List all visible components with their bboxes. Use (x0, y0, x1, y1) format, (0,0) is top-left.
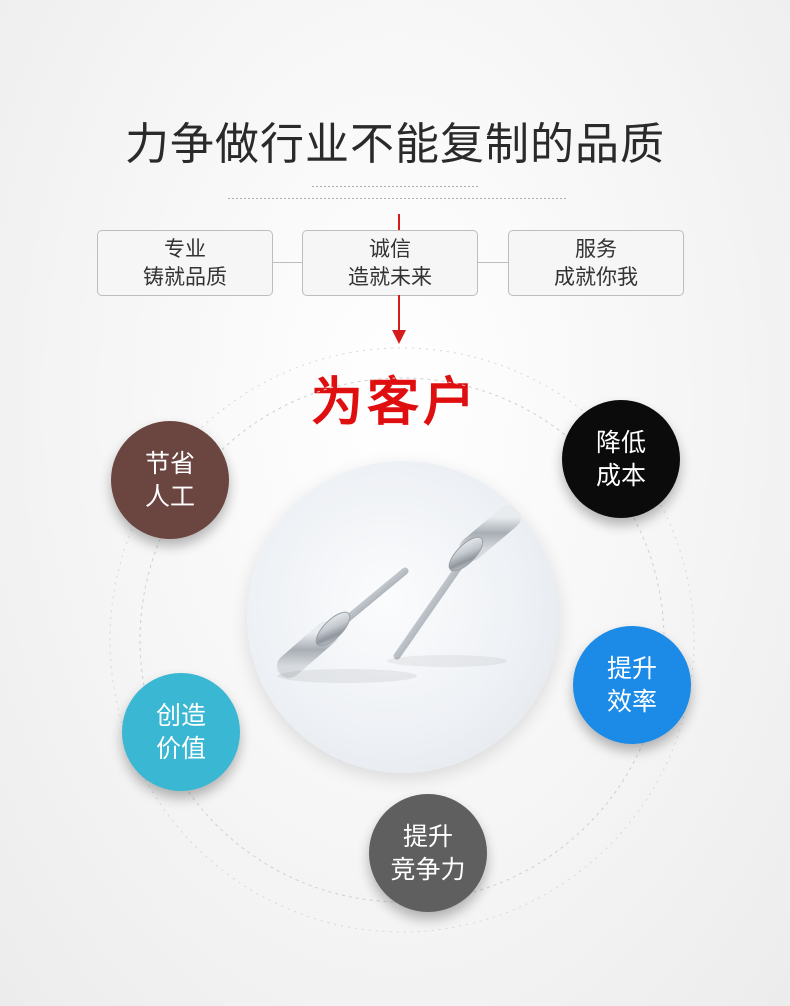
red-arrow-icon (392, 330, 406, 344)
box-professional: 专业 铸就品质 (97, 230, 273, 296)
box-professional-line2: 铸就品质 (143, 265, 227, 289)
slogan-heading: 为客户 (310, 373, 479, 433)
box-connector-left (272, 262, 302, 263)
bubble-improve-efficiency-line1: 提升 (606, 654, 657, 683)
bubble-create-value-line1: 创造 (155, 701, 206, 730)
decorative-fine-line-bottom (228, 198, 566, 199)
box-integrity-line1: 诚信 (369, 237, 411, 261)
bubble-reduce-cost-line1: 降低 (595, 428, 646, 457)
rivet-photo-icon (277, 505, 521, 683)
bubble-create-value-line2: 价值 (155, 734, 206, 763)
box-professional-line1: 专业 (164, 237, 206, 261)
decorative-fine-line-top (312, 186, 480, 187)
page-title: 力争做行业不能复制的品质 (125, 119, 665, 170)
red-down-line (398, 295, 400, 331)
bubble-reduce-cost: 降低 成本 (562, 400, 680, 518)
box-connector-right (477, 262, 508, 263)
bubble-create-value: 创造 价值 (122, 673, 240, 791)
bubble-boost-competitiveness: 提升 竞争力 (369, 794, 487, 912)
bubble-boost-competitiveness-line2: 竞争力 (390, 855, 466, 884)
box-service: 服务 成就你我 (508, 230, 684, 296)
box-service-line2: 成就你我 (554, 265, 638, 289)
red-top-line (398, 214, 400, 230)
center-product-disc (247, 461, 559, 773)
bubble-reduce-cost-line2: 成本 (595, 461, 646, 490)
box-service-line1: 服务 (575, 237, 617, 261)
outer-dashed-ring (109, 347, 695, 933)
bubble-save-labor: 节省 人工 (111, 421, 229, 539)
bubble-save-labor-line2: 人工 (144, 482, 195, 511)
box-integrity-line2: 造就未来 (348, 265, 432, 289)
bubble-improve-efficiency-line2: 效率 (606, 687, 657, 716)
bubble-boost-competitiveness-line1: 提升 (402, 822, 453, 851)
box-integrity: 诚信 造就未来 (302, 230, 478, 296)
bubble-save-labor-line1: 节省 (144, 449, 195, 478)
bubble-improve-efficiency: 提升 效率 (573, 626, 691, 744)
